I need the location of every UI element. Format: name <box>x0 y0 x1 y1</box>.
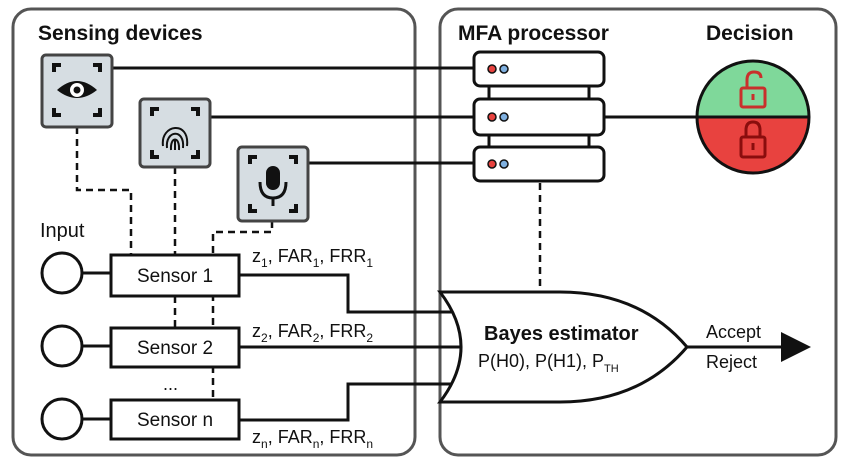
input-circles <box>40 251 84 441</box>
sensor-2-label: Sensor 2 <box>137 338 213 359</box>
sensor-n-params: zn, FARn, FRRn <box>252 427 373 451</box>
mfa-server-stack-icon <box>472 50 606 183</box>
sensor-ellipsis: ... <box>163 374 178 394</box>
sensor-1-params: z1, FAR1, FRR1 <box>252 246 373 270</box>
device-links <box>112 66 697 165</box>
fingerprint-scanner-icon <box>138 97 212 169</box>
unlocked-padlock-icon <box>739 70 767 109</box>
input-links <box>82 271 111 421</box>
mfa-processor-title: MFA processor <box>458 22 609 45</box>
sensing-devices-title: Sensing devices <box>38 22 203 45</box>
bayes-estimator-title: Bayes estimator <box>484 323 639 345</box>
eye-scanner-icon <box>40 53 114 129</box>
microphone-scanner-icon <box>236 145 310 223</box>
decision-title: Decision <box>706 22 794 45</box>
decision-lock-indicator <box>695 59 811 175</box>
input-label: Input <box>40 220 85 242</box>
locked-padlock-icon <box>739 120 767 159</box>
bayes-estimator-block <box>436 290 689 404</box>
sensing-devices-panel <box>11 7 417 457</box>
accept-label: Accept <box>706 322 761 342</box>
sensor-2-params: z2, FAR2, FRR2 <box>252 321 373 345</box>
sensor-1-label: Sensor 1 <box>137 266 213 287</box>
sensor-n-label: Sensor n <box>137 410 213 431</box>
dashed-links <box>75 127 542 400</box>
sensor-boxes <box>109 253 241 441</box>
mfa-processor-panel <box>438 7 838 457</box>
bayes-estimator-params: P(H0), P(H1), PTH <box>478 351 619 375</box>
sensor-output-links <box>239 273 470 422</box>
reject-label: Reject <box>706 352 757 372</box>
